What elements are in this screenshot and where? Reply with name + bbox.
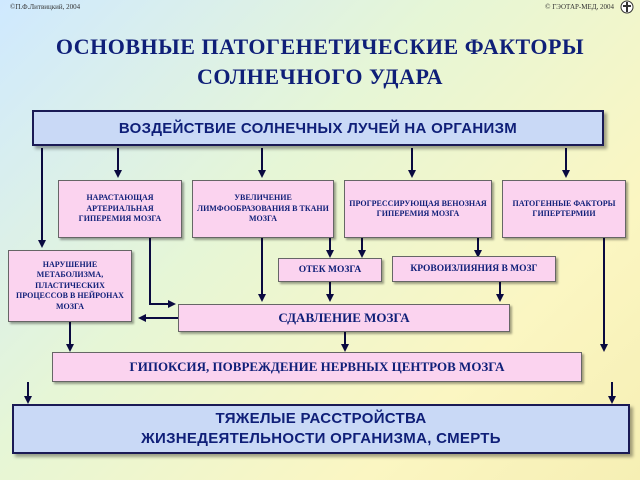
box-arterial-hyperemia: НАРАСТАЮЩАЯ АРТЕРИАЛЬНАЯ ГИПЕРЕМИЯ МОЗГА (58, 180, 182, 238)
box-venous-hyperemia: ПРОГРЕССИРУЮЩАЯ ВЕНОЗНАЯ ГИПЕРЕМИЯ МОЗГА (344, 180, 492, 238)
box-brain-edema: ОТЕК МОЗГА (278, 258, 382, 282)
page-title-line2: СОЛНЕЧНОГО УДАРА (197, 64, 443, 89)
page-title-line1: ОСНОВНЫЕ ПАТОГЕНЕТИЧЕСКИЕ ФАКТОРЫ (55, 34, 585, 59)
box-hyperthermia-factors: ПАТОГЕННЫЕ ФАКТОРЫ ГИПЕРТЕРМИИ (502, 180, 626, 238)
copyright-left: ©П.Ф.Литвицкий, 2004 (10, 3, 81, 11)
cross-logo-icon (620, 0, 634, 14)
box-outcome: ТЯЖЕЛЫЕ РАССТРОЙСТВА ЖИЗНЕДЕЯТЕЛЬНОСТИ О… (12, 404, 630, 454)
box-brain-compression: СДАВЛЕНИЕ МОЗГА (178, 304, 510, 332)
box-metabolism-disorder: НАРУШЕНИЕ МЕТАБОЛИЗМА, ПЛАСТИЧЕСКИХ ПРОЦ… (8, 250, 132, 322)
arrow-arterial-to-compression (149, 238, 176, 308)
box-lymph-formation: УВЕЛИЧЕНИЕ ЛИМФООБРАЗОВАНИЯ В ТКАНИ МОЗГ… (192, 180, 334, 238)
box-hypoxia: ГИПОКСИЯ, ПОВРЕЖДЕНИЕ НЕРВНЫХ ЦЕНТРОВ МО… (52, 352, 582, 382)
box-solar-exposure: ВОЗДЕЙСТВИЕ СОЛНЕЧНЫХ ЛУЧЕЙ НА ОРГАНИЗМ (32, 110, 604, 146)
copyright-right: © ГЭОТАР-МЕД, 2004 (545, 3, 614, 11)
box-brain-hemorrhage: КРОВОИЗЛИЯНИЯ В МОЗГ (392, 256, 556, 282)
